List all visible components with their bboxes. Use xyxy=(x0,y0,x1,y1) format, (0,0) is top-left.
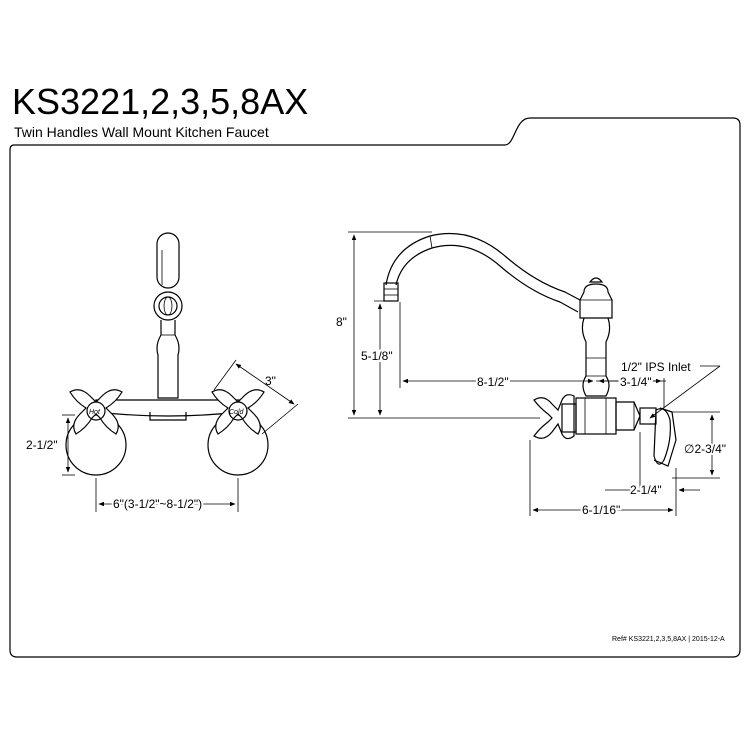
product-description: Twin Handles Wall Mount Kitchen Faucet xyxy=(14,124,269,140)
label-inlet: 1/2" IPS Inlet xyxy=(621,360,691,374)
model-title: KS3221,2,3,5,8AX xyxy=(12,81,309,122)
cold-label: Cold xyxy=(229,409,245,416)
side-dimensions: 8" 5-1/8" 8-1/2" 3-1/4" 1/2" IPS Inlet ∅… xyxy=(336,231,728,519)
side-view-faucet xyxy=(383,232,677,467)
dim-flange-depth: 2-1/4" xyxy=(630,483,662,497)
dim-reach: 8-1/2" xyxy=(477,375,509,389)
dim-projection: 6-1/16" xyxy=(582,503,620,517)
dim-body-offset: 3-1/4" xyxy=(620,375,652,389)
drawing-frame xyxy=(9,117,741,658)
reference-number: Ref# KS3221,2,3,5,8AX | 2015-12-A xyxy=(612,636,725,643)
front-view-faucet: Hot Cold xyxy=(65,232,269,476)
dim-height: 8" xyxy=(336,315,347,329)
dim-clearance: 5-1/8" xyxy=(361,349,393,363)
dim-flange-diameter: ∅2-3/4" xyxy=(684,442,726,456)
dim-spread: 6"(3-1/2"~8-1/2") xyxy=(113,497,202,511)
hot-label: Hot xyxy=(89,409,101,416)
dim-handle: 3" xyxy=(265,374,276,388)
dim-flange-height: 2-1/2" xyxy=(26,438,58,452)
front-dimensions: 2-1/2" 6"(3-1/2"~8-1/2") 3" xyxy=(26,359,299,513)
